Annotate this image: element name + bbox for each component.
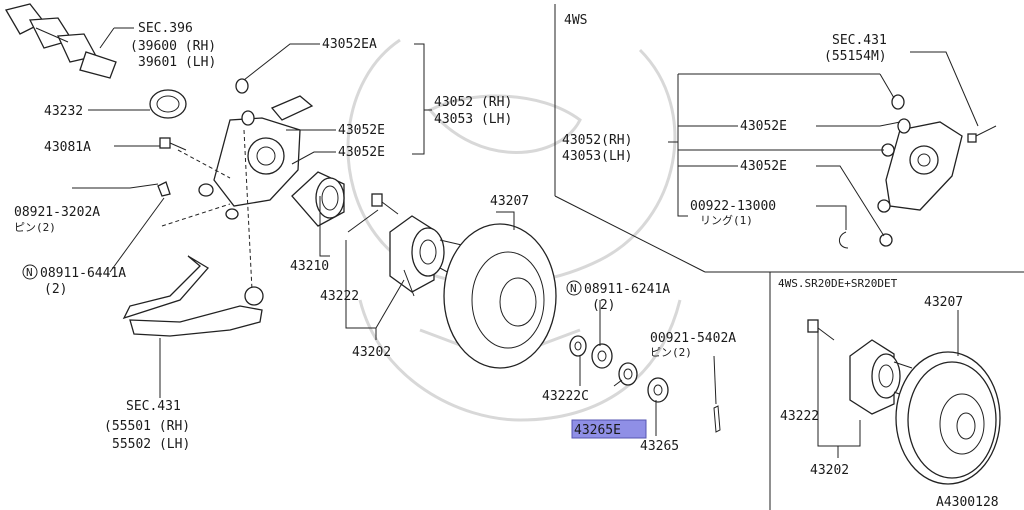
label-43265e: 43265E — [574, 423, 621, 438]
leader-lines — [72, 27, 979, 458]
label-08911-6441: 08911-6441A — [40, 266, 126, 281]
nut-08911 — [591, 343, 613, 369]
bolt-43081a — [159, 137, 187, 151]
label-55501: (55501 (RH) — [104, 419, 190, 434]
label-q2b: (2) — [592, 298, 615, 313]
label-08911-6241: 08911-6241A — [584, 282, 670, 297]
label-sec431b: SEC.431 — [832, 33, 887, 48]
label-n2: N — [570, 282, 577, 295]
label-4ws-sr20: 4WS.SR20DE+SR20DET — [778, 277, 898, 290]
label-q2a: (2) — [44, 282, 67, 297]
label-00922: 00922-13000 — [690, 199, 776, 214]
label-sec431a: SEC.431 — [126, 399, 181, 414]
label-39600: (39600 (RH) — [130, 39, 216, 54]
rotor-43207-left — [443, 223, 557, 369]
hub-bolt — [371, 193, 399, 215]
rotor-43207-sr20 — [895, 351, 1001, 485]
label-43210: 43210 — [290, 259, 329, 274]
n-circle-2 — [566, 280, 582, 296]
label-43222c: 43222C — [542, 389, 589, 404]
ring-00922 — [839, 231, 849, 249]
highlight-43265e — [571, 419, 647, 439]
label-r43052e-2: 43052E — [740, 159, 787, 174]
label-43207-left: 43207 — [490, 194, 529, 209]
drive-shaft — [5, 3, 117, 79]
label-43222-right: 43222 — [780, 409, 819, 424]
label-43207-right: 43207 — [924, 295, 963, 310]
label-43081a: 43081A — [44, 140, 91, 155]
label-r43052e-1: 43052E — [740, 119, 787, 134]
label-ring1: リング(1) — [700, 213, 753, 227]
label-55154m: (55154M) — [824, 49, 887, 64]
lower-arm-55501 — [122, 255, 264, 337]
label-39601: 39601 (LH) — [138, 55, 216, 70]
label-55502: 55502 (LH) — [112, 437, 190, 452]
washer-43265e — [618, 362, 638, 386]
label-r43053lh: 43053(LH) — [562, 149, 632, 164]
panel-borders — [554, 4, 1024, 510]
bearing-43210 — [291, 171, 345, 227]
cotter-pin — [713, 405, 721, 433]
knuckle-43052 — [198, 78, 314, 220]
n-circle-1 — [22, 264, 38, 280]
nut-43265 — [647, 377, 669, 403]
label-pin2b: ピン(2) — [650, 346, 692, 359]
label-43202-right: 43202 — [810, 463, 849, 478]
washer-43222c — [569, 335, 587, 357]
label-43052e-1: 43052E — [338, 123, 385, 138]
label-n1: N — [26, 266, 33, 279]
label-sec396: SEC.396 — [138, 21, 193, 36]
label-08921: 08921-3202A — [14, 205, 100, 220]
label-43202-left: 43202 — [352, 345, 391, 360]
label-4ws: 4WS — [564, 13, 587, 28]
label-43053lh: 43053 (LH) — [434, 112, 512, 127]
seal-43232 — [149, 89, 187, 119]
label-43222-left: 43222 — [320, 289, 359, 304]
hub-bolt-sr20 — [807, 319, 835, 341]
label-43232: 43232 — [44, 104, 83, 119]
knuckle-4ws — [877, 94, 997, 247]
label-43052rh: 43052 (RH) — [434, 95, 512, 110]
callout-labels: SEC.396 (39600 (RH) 39601 (LH) 43232 430… — [14, 13, 999, 510]
label-pin2a: ピン(2) — [14, 221, 56, 234]
label-43052e-2: 43052E — [338, 145, 385, 160]
label-43052ea: 43052EA — [322, 37, 377, 52]
pin-08921 — [157, 181, 171, 197]
label-00921: 00921-5402A — [650, 331, 736, 346]
label-diagram-id: A4300128 — [936, 495, 999, 510]
hub-43202-sr20 — [849, 339, 913, 415]
label-43265: 43265 — [640, 439, 679, 454]
label-r43052rh: 43052(RH) — [562, 133, 632, 148]
